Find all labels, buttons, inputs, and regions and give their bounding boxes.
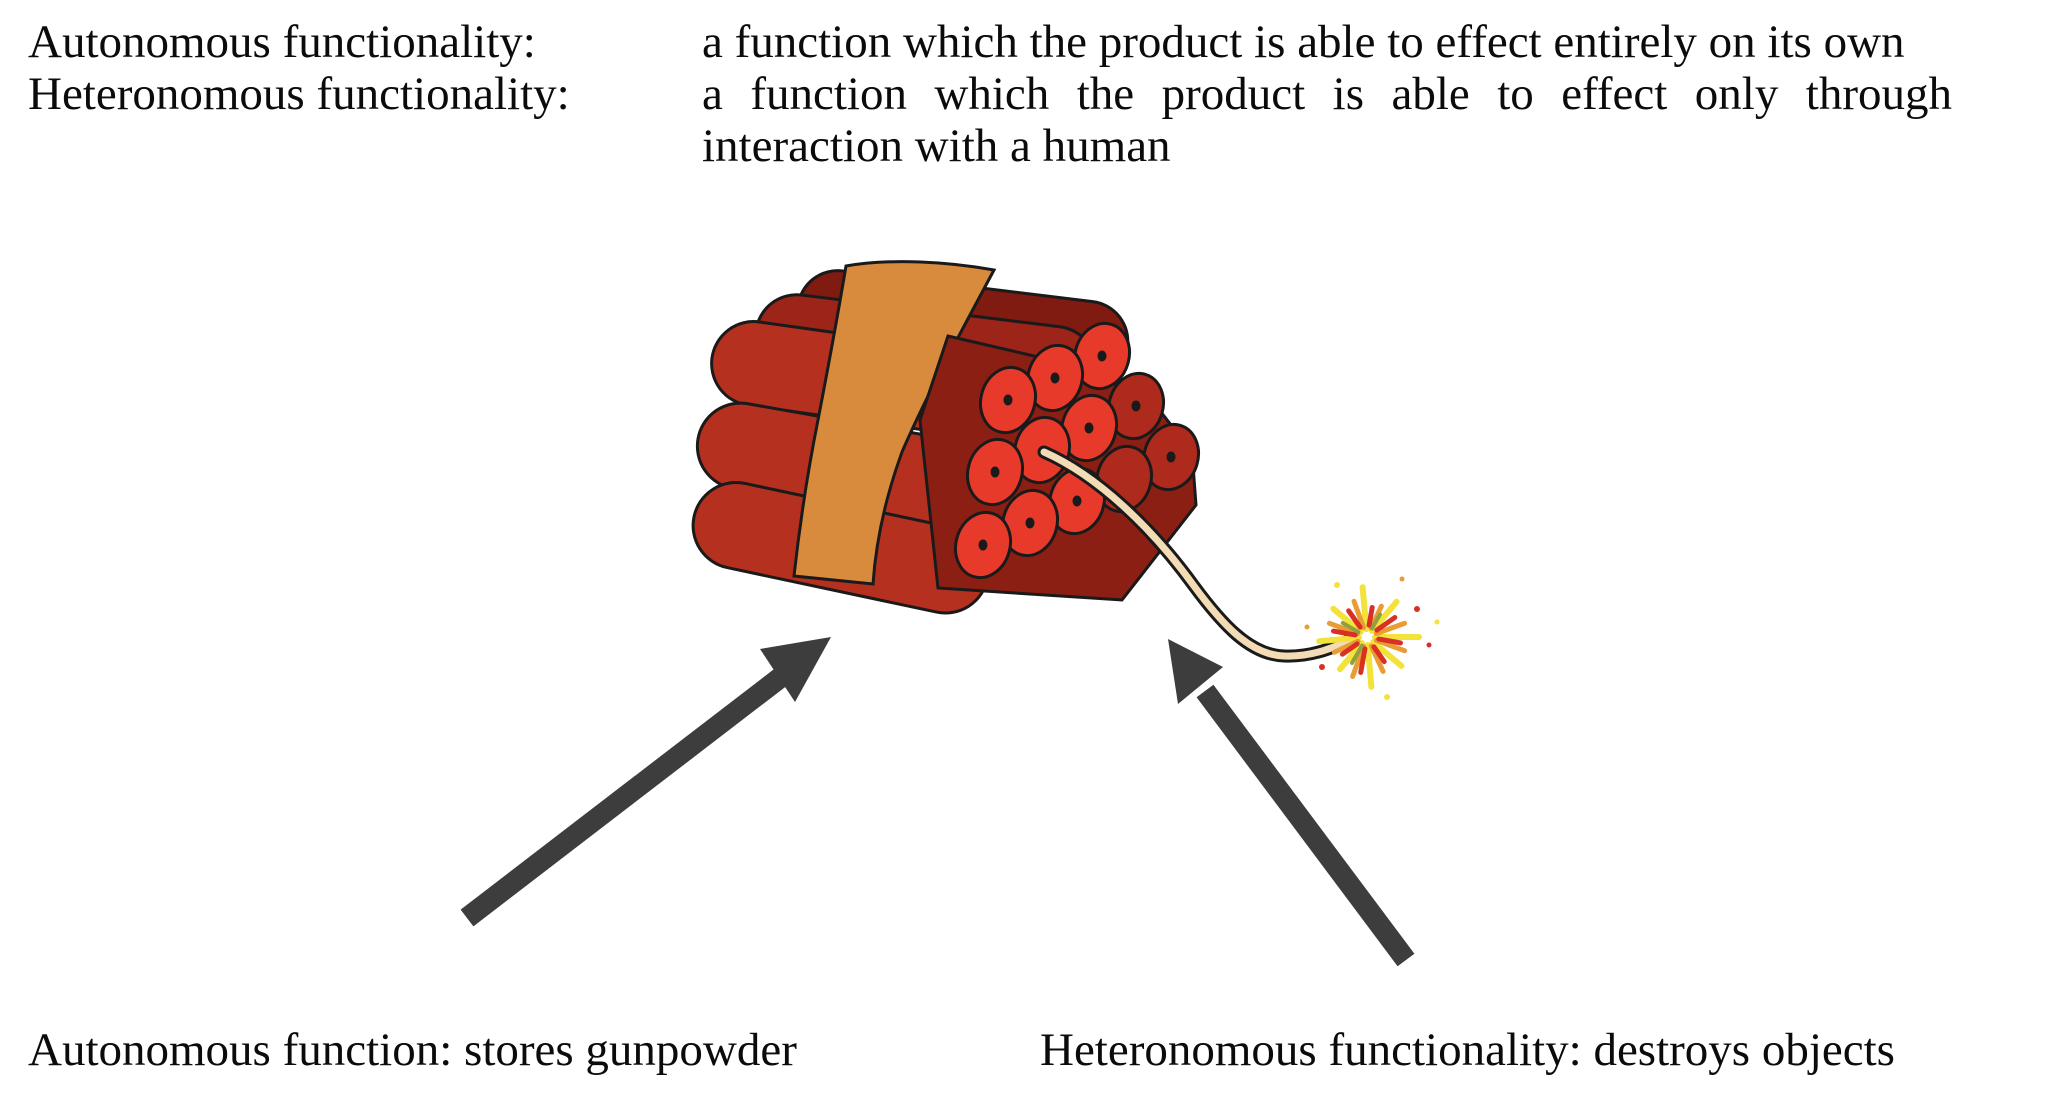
caption-autonomous-function: Autonomous function: stores gunpowder (28, 1024, 797, 1076)
stick-face-dots (978, 350, 1176, 551)
arrowhead-icon (1168, 639, 1223, 704)
fuse-core (1040, 448, 1355, 660)
caption-heteronomous-function: Heteronomous functionality: destroys obj… (1040, 1024, 1895, 1076)
dynamite-bundle-icon (691, 260, 1201, 615)
term-autonomous: Autonomous functionality: (28, 16, 536, 68)
spark-specks (1304, 576, 1440, 700)
definitions-block: Autonomous functionality: a function whi… (28, 16, 1952, 172)
definition-heteronomous: a function which the product is able to … (702, 68, 1952, 172)
fuse-icon (1037, 445, 1358, 663)
arrow-to-fuse (1168, 639, 1415, 967)
arrowhead-icon (760, 637, 831, 702)
arrow-to-bundle (460, 637, 831, 927)
term-heteronomous: Heteronomous functionality: (28, 68, 570, 120)
band (792, 260, 997, 586)
definition-autonomous: a function which the product is able to … (702, 16, 1905, 68)
spark-burst-icon (1304, 576, 1440, 700)
